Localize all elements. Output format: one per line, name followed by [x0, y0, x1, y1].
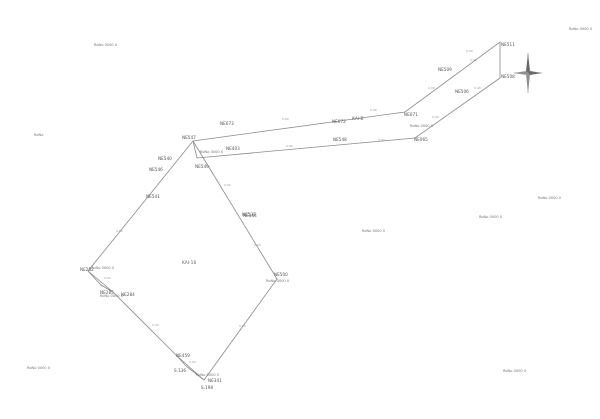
segment-label: 0.00	[152, 323, 159, 327]
reference-label: RoNo 0000 0	[91, 266, 115, 270]
point-label: NE500	[274, 272, 288, 277]
point-label: NE065	[414, 137, 428, 142]
segment-label: 0.00	[239, 324, 246, 328]
segment-label: 0.00	[432, 115, 439, 119]
reference-label: RoNo 0000 0	[196, 373, 220, 377]
compass-rose-icon	[514, 53, 542, 93]
point-label: NE541	[146, 194, 160, 199]
strip-boundary-top	[192, 41, 501, 159]
point-label: NE073	[220, 121, 234, 126]
parcel-label: KAI-B	[352, 116, 364, 122]
reference-label: RoNo 0000 0	[27, 366, 51, 370]
segment-label: 0.00	[282, 117, 289, 121]
reference-label: RoNo 0000 0	[200, 150, 224, 154]
parcel-boundary-detail	[87, 270, 114, 293]
segment-label: 0.00	[104, 276, 111, 280]
point-label: NE508	[501, 74, 515, 79]
point-label: NE071	[404, 112, 418, 117]
point-label: NE537	[242, 212, 256, 217]
segment-label: 0.00	[254, 243, 261, 247]
reference-label: RoNo 0000 0	[410, 124, 434, 128]
point-label: NE546	[149, 167, 163, 172]
point-label: NE072	[332, 119, 346, 124]
point-label: NE540	[158, 156, 172, 161]
segment-label: 0.00	[116, 229, 123, 233]
parcel-boundary-detail-2	[176, 355, 205, 381]
segment-label: 0.00	[470, 58, 477, 62]
segment-label: 0.00	[378, 138, 385, 142]
point-label: S.136	[174, 368, 186, 373]
segment-label: 0.00	[224, 183, 231, 187]
reference-label: RoNo 0000 0	[94, 43, 118, 47]
point-label: NE506	[455, 89, 469, 94]
reference-label: RoNo 0000 0	[266, 279, 290, 283]
point-label: NE344	[243, 213, 257, 218]
point-label: NE511	[501, 42, 515, 47]
point-label: NE284	[121, 292, 135, 297]
reference-label: RoNo 0000 0	[100, 294, 124, 298]
segment-label: 0.00	[189, 360, 196, 364]
point-label: NE285	[100, 290, 114, 295]
segment-label: 0.00	[286, 144, 293, 148]
point-label: NE549	[195, 164, 209, 169]
point-label: NE341	[208, 378, 222, 383]
reference-label: RoNo 0000 0	[538, 196, 562, 200]
point-label: NE547	[182, 135, 196, 140]
segment-label: 0.00	[474, 86, 481, 90]
segment-label: 0.00	[370, 108, 377, 112]
reference-label: RoNo	[34, 133, 43, 137]
point-label: NE282	[80, 267, 94, 272]
segment-label: 0.00	[466, 49, 473, 53]
segment-label: 0.00	[428, 86, 435, 90]
reference-label: RoNo 0000 0	[479, 215, 503, 219]
point-label: NE403	[226, 146, 240, 151]
point-label: NE509	[438, 67, 452, 72]
reference-label: RoNo 0000 0	[362, 229, 386, 233]
reference-label: RoNo 0000 0	[503, 369, 527, 373]
point-label: NE459	[176, 353, 190, 358]
point-label: S.198	[201, 385, 213, 390]
reference-label: RoNo 0000 0	[569, 27, 593, 31]
point-label: NE548	[333, 137, 347, 142]
parcel-label: KAI-16	[182, 260, 196, 266]
